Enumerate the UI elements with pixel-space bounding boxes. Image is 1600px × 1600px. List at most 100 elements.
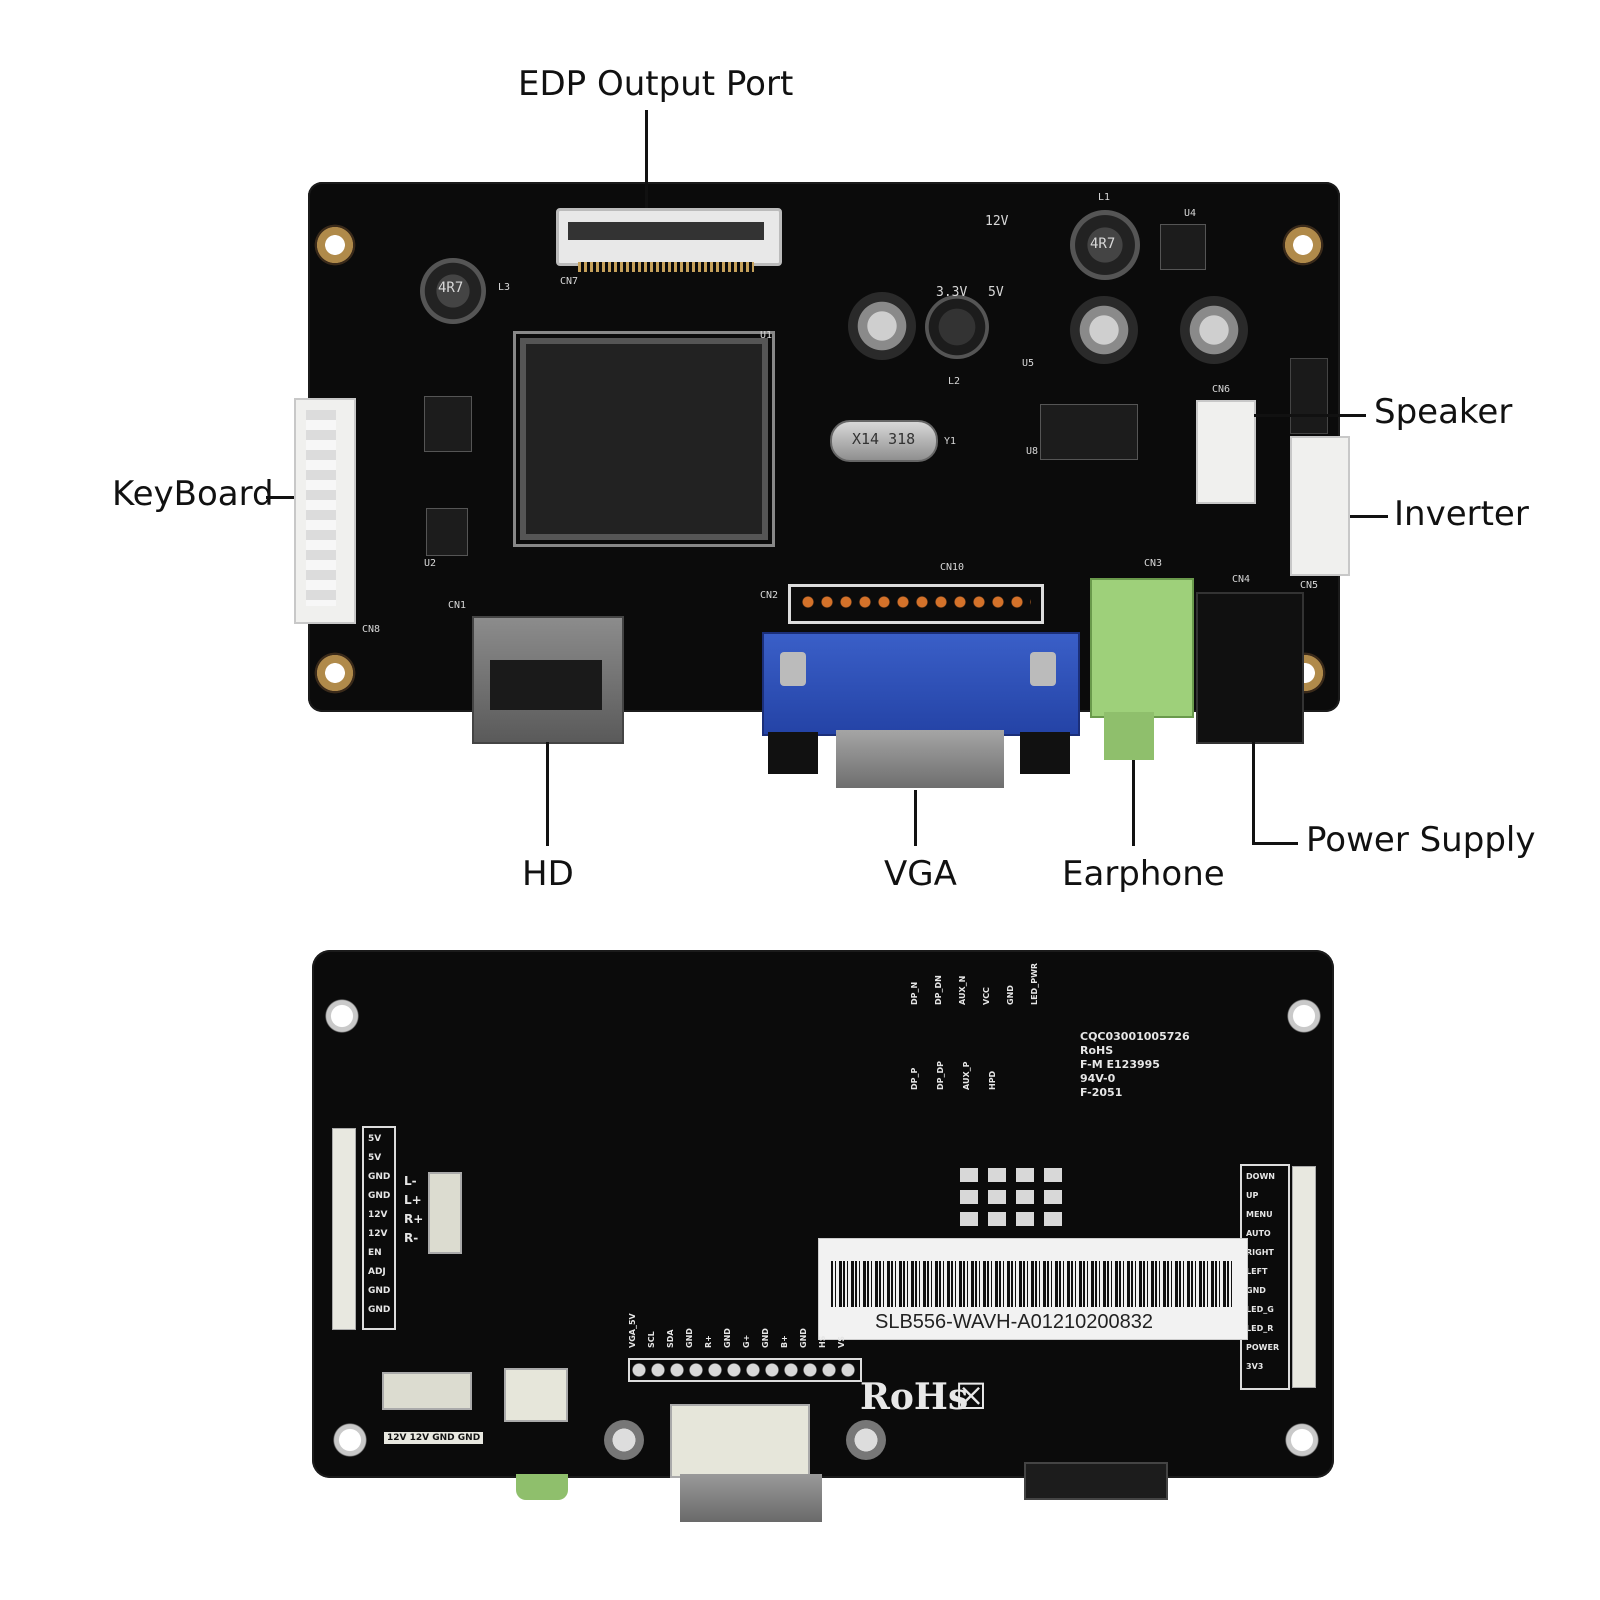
electrolytic-cap bbox=[848, 292, 916, 360]
left-pin-label: 12V bbox=[368, 1210, 388, 1220]
right-pin-label: GND bbox=[1246, 1286, 1266, 1295]
vga-pin-label: VGA_5V bbox=[628, 1313, 637, 1348]
audio-pin-label: L- bbox=[404, 1174, 417, 1188]
vga-pin-label: GND bbox=[761, 1328, 770, 1348]
power-pin-labels: 12V 12V GND GND bbox=[384, 1432, 484, 1444]
vga-pin-label: VS bbox=[837, 1336, 846, 1348]
silk-cn1: CN1 bbox=[448, 600, 467, 611]
audio-pin-label: L+ bbox=[404, 1193, 422, 1207]
audio-pin-label: R- bbox=[404, 1231, 419, 1245]
leader-edp bbox=[645, 110, 648, 208]
top-pad-label: DP_DN bbox=[934, 975, 943, 1005]
earphone-jack bbox=[1090, 578, 1194, 718]
silk-cn2: CN2 bbox=[760, 590, 779, 601]
speaker-connector bbox=[1196, 400, 1256, 504]
left-pin-label: GND bbox=[368, 1286, 391, 1296]
top-pad-label: DP_DP bbox=[936, 1060, 945, 1090]
label-keyboard: KeyBoard bbox=[112, 474, 274, 514]
mount-hole bbox=[322, 996, 362, 1036]
cert-line: F-2051 bbox=[1080, 1086, 1123, 1099]
vga-screw bbox=[780, 652, 806, 686]
small-connector bbox=[504, 1368, 568, 1422]
left-pin-label: GND bbox=[368, 1191, 391, 1201]
vga-pin-label: HS bbox=[818, 1335, 827, 1348]
smd-ic-small bbox=[424, 396, 472, 452]
main-ic bbox=[520, 338, 768, 540]
silk-cn6: CN6 bbox=[1212, 384, 1231, 395]
top-pad-label: AUX_P bbox=[962, 1061, 971, 1090]
top-pad-label: GND bbox=[1006, 985, 1015, 1005]
audio-pad-block bbox=[428, 1172, 462, 1254]
inductor-left-label: 4R7 bbox=[438, 280, 464, 296]
vga-pin-label: GND bbox=[685, 1328, 694, 1348]
left-pin-label: 5V bbox=[368, 1153, 382, 1163]
edp-connector-slot bbox=[568, 222, 764, 240]
inductor-right-label: 4R7 bbox=[1090, 236, 1116, 252]
label-vga: VGA bbox=[884, 854, 957, 894]
right-pin-label: LED_G bbox=[1246, 1305, 1274, 1314]
leader-earphone bbox=[1132, 760, 1135, 846]
mount-hole bbox=[330, 1420, 370, 1460]
label-power-supply: Power Supply bbox=[1306, 820, 1536, 860]
vga-port bbox=[762, 632, 1080, 736]
inductor-mid bbox=[925, 295, 989, 359]
leader-vga bbox=[914, 790, 917, 846]
vga-port-shell bbox=[836, 730, 1004, 788]
mount-hole bbox=[312, 222, 358, 268]
silk-u5: U5 bbox=[1022, 358, 1035, 369]
earphone-jack-barrel bbox=[1104, 712, 1154, 760]
right-pin-label: LED_R bbox=[1246, 1324, 1274, 1333]
barcode bbox=[831, 1261, 1235, 1307]
leader-power-supply-h bbox=[1252, 842, 1298, 845]
vga-pin-label: GND bbox=[799, 1328, 808, 1348]
right-pin-label: MENU bbox=[1246, 1210, 1273, 1219]
left-pin-label: EN bbox=[368, 1248, 382, 1258]
voltage-12v: 12V bbox=[985, 214, 1009, 229]
mount-hole bbox=[1284, 996, 1324, 1036]
voltage-5v: 5V bbox=[988, 285, 1004, 300]
cert-line: CQC03001005726 bbox=[1080, 1030, 1190, 1043]
silk-u4: U4 bbox=[1184, 208, 1197, 219]
right-pin-strip bbox=[1290, 358, 1328, 434]
vga-standoff bbox=[1020, 732, 1070, 774]
cert-line: 94V-0 bbox=[1080, 1072, 1116, 1085]
vga-pin-label: GND bbox=[723, 1328, 732, 1348]
silk-u1: U1 bbox=[760, 330, 773, 341]
silk-l1: L1 bbox=[1098, 192, 1111, 203]
crystal-oscillator bbox=[830, 420, 938, 462]
silk-cn3: CN3 bbox=[1144, 558, 1163, 569]
weee-bin-icon: ☒ bbox=[955, 1377, 988, 1418]
silk-y1: Y1 bbox=[944, 436, 957, 447]
top-pad-label: HPD bbox=[988, 1070, 997, 1090]
leader-speaker bbox=[1254, 414, 1366, 417]
smd-ic-small bbox=[426, 508, 468, 556]
right-pin-label: RIGHT bbox=[1246, 1248, 1274, 1257]
smd-ic-small bbox=[1040, 404, 1138, 460]
left-pin-header bbox=[332, 1128, 356, 1330]
right-pin-header bbox=[1292, 1166, 1316, 1388]
cn10-pad-strip bbox=[788, 584, 1044, 624]
vga-pin-label: G+ bbox=[742, 1334, 751, 1348]
left-pin-label: ADJ bbox=[368, 1267, 386, 1277]
right-pin-label: DOWN bbox=[1246, 1172, 1275, 1181]
top-pad-label: LED_PWR bbox=[1030, 962, 1039, 1005]
bottom-board bbox=[312, 950, 1334, 1478]
mount-hole bbox=[312, 650, 358, 696]
label-edp-output-port: EDP Output Port bbox=[518, 64, 794, 104]
rohs-mark: RoHs bbox=[860, 1376, 969, 1418]
left-pin-label: GND bbox=[368, 1172, 391, 1182]
silk-l3: L3 bbox=[498, 282, 511, 293]
silk-cn4: CN4 bbox=[1232, 574, 1251, 585]
silk-l2: L2 bbox=[948, 376, 961, 387]
leader-inverter bbox=[1350, 515, 1388, 518]
vga-pad-strip bbox=[628, 1358, 862, 1382]
electrolytic-cap bbox=[1180, 296, 1248, 364]
left-pin-label: 12V bbox=[368, 1229, 388, 1239]
leader-hd bbox=[546, 742, 549, 846]
top-pad-label: AUX_N bbox=[958, 975, 967, 1005]
silk-cn8: CN8 bbox=[362, 624, 381, 635]
silk-cn10: CN10 bbox=[940, 562, 965, 573]
label-hd: HD bbox=[522, 854, 574, 894]
